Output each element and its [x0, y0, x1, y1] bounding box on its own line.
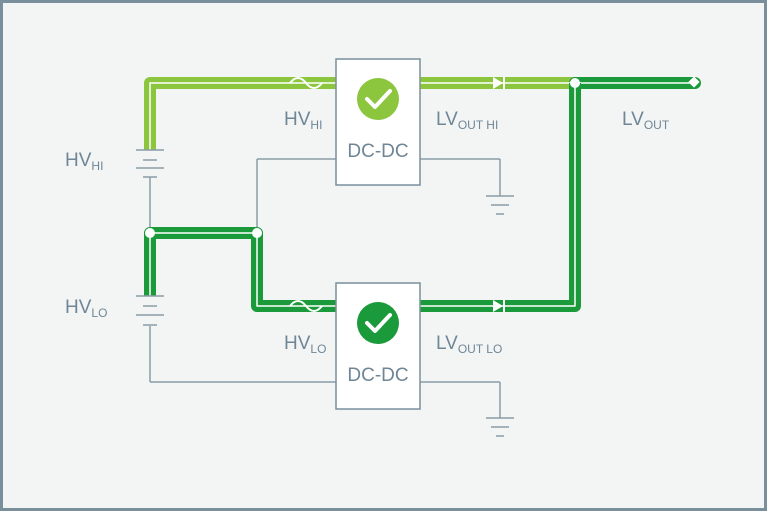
- thin-wiring: [149, 158, 501, 418]
- hv-hi-battery-label: HVHI: [65, 150, 103, 173]
- checkmark-icon: [357, 78, 399, 120]
- converter-label: DC-DC: [347, 365, 408, 386]
- fuse-icon: [289, 77, 323, 89]
- battery-icon: [136, 149, 164, 178]
- checkmark-icon: [357, 302, 399, 344]
- dcdc-converter-bottom: DC-DC: [335, 282, 421, 410]
- diode-icon: [493, 300, 505, 312]
- ground-icon: [486, 417, 514, 437]
- hv-hi-input-label: HVHI: [284, 109, 322, 132]
- ground-icon: [486, 195, 514, 215]
- diode-icon: [493, 77, 505, 89]
- hv-lo-input-label: HVLO: [284, 333, 326, 356]
- lv-out-lo-label: LVOUT LO: [436, 333, 502, 356]
- hv-lo-battery-label: HVLO: [65, 297, 107, 320]
- lv-out-hi-label: LVOUT HI: [436, 109, 498, 132]
- converter-label: DC-DC: [347, 141, 408, 162]
- fuse-icon: [289, 300, 323, 312]
- battery-icon: [136, 295, 164, 326]
- dcdc-converter-top: DC-DC: [335, 58, 421, 186]
- lv-out-label: LVOUT: [622, 109, 670, 132]
- junction-dots: [145, 78, 580, 238]
